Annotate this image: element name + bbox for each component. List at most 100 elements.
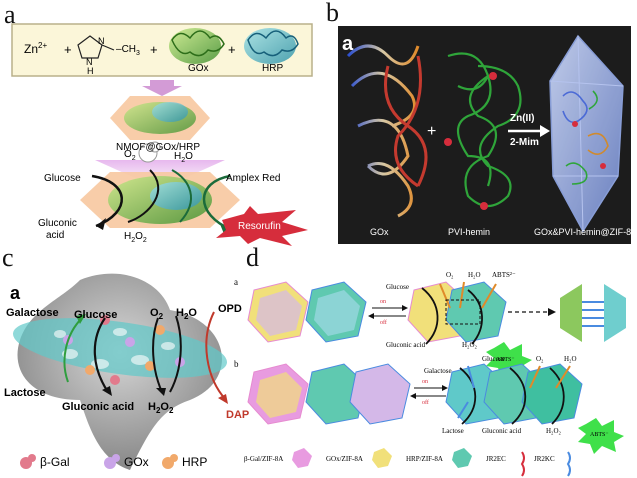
panel-a-graphic	[11, 23, 313, 246]
cavities	[54, 328, 175, 369]
panel-label-c: c	[2, 243, 14, 272]
down-arrow	[142, 80, 182, 96]
row-a-abts-out: ABTS⁻	[496, 357, 515, 363]
opd-arrow	[205, 311, 227, 401]
gluconic-label: Gluconic	[38, 218, 77, 229]
h2o2-label: H2O2	[124, 231, 147, 245]
resorufin-label: Resorufin	[238, 221, 281, 232]
resorufin-burst	[216, 206, 308, 246]
legend-jr2ec-icon	[520, 451, 525, 477]
row-b-galactose: Galactose	[424, 367, 452, 375]
panel-d-graphic	[247, 281, 626, 477]
row-a-dashed-box	[445, 299, 481, 325]
gox-label: GOx	[188, 63, 209, 74]
o2-arrow	[127, 169, 160, 223]
plus-sign-1: +	[64, 42, 72, 57]
caption-gox: GOx	[370, 227, 389, 237]
imidazole-nh-label: N	[86, 57, 93, 67]
row-a-curve-2	[467, 289, 483, 345]
panel-b-sublabel: a	[342, 33, 354, 55]
zn-ii-label: Zn(II)	[510, 113, 535, 124]
h2o-label: H2O	[174, 151, 193, 165]
row-a-abts: ABTS²⁻	[492, 271, 516, 279]
galactose-label: Galactose	[6, 307, 59, 319]
opd-label: OPD	[218, 303, 242, 315]
row-b-glucose: Glucose	[482, 355, 505, 363]
panel-a: Zn2+ + N N H –CH3 + + GOx HRP NMOF@GOx/H…	[0, 0, 322, 246]
legend-hrp-icon	[162, 454, 178, 469]
legend-beta-gal: β-Gal	[40, 455, 70, 469]
row-b-h2o: H₂O	[564, 355, 577, 363]
panel-c-graphic	[12, 273, 228, 470]
row-b-abts-out: ABTS⁻	[590, 432, 609, 438]
legend-jr2kc: JR2KC	[534, 455, 555, 463]
amplex-arrow	[202, 174, 233, 232]
panel-label-b: b	[326, 0, 339, 27]
legend-gox: GOx	[124, 455, 149, 469]
hemin-dot-3	[480, 202, 488, 210]
legend-hrp-zif-icon	[452, 448, 472, 468]
nmof-label: NMOF@GOx/HRP	[116, 142, 201, 153]
zif8-crystal	[549, 34, 624, 233]
encapsulated-proteins	[562, 90, 609, 185]
legend-hrp-zif: HRP/ZIF-8A	[406, 455, 443, 463]
row-b-off: off	[422, 400, 429, 406]
row-a-o2: O₂	[446, 271, 454, 279]
legend-beta-gal-icon	[20, 454, 36, 469]
row-b-particle-2	[305, 363, 411, 425]
gox-ribbon	[346, 44, 428, 218]
o2-label: O2	[124, 149, 136, 163]
row-a-h2o: H₂O	[468, 271, 481, 279]
row-a-gluconic: Gluconic acid	[386, 341, 426, 349]
panel-b-plus: +	[427, 123, 437, 140]
amplex-red-label: Amplex Red	[226, 173, 281, 184]
hrp-protein	[244, 28, 299, 64]
caption-pvi-hemin: PVI-hemin	[448, 227, 491, 237]
h2o-arrow	[169, 315, 182, 393]
row-a-orange-arrow	[439, 283, 451, 309]
teal-band	[12, 318, 228, 378]
panel-b: a + Zn(II) 2-Mim GOx PVI-hemin GOx&PVI-h…	[338, 26, 631, 244]
dap-label: DAP	[226, 409, 250, 421]
galactose-arrow	[63, 317, 83, 383]
row-b-on: on	[422, 379, 428, 385]
row-b-o2: O₂	[536, 355, 544, 363]
h2o2-label: H2O2	[148, 401, 174, 416]
legend-beta-gal-zif-icon	[292, 448, 312, 468]
o2-arrow	[152, 317, 163, 393]
glucose-arrow	[93, 317, 109, 393]
row-a-glucose: Glucose	[386, 283, 409, 291]
methyl-label: –CH3	[116, 44, 140, 58]
row-b-h2o2: H₂O₂	[546, 427, 561, 435]
row-a-particle-1	[247, 281, 309, 343]
zinc-ion-label: Zn2+	[24, 41, 48, 56]
h2o-label: H2O	[176, 307, 197, 322]
legend-hrp: HRP	[182, 455, 208, 469]
o2-label: O2	[150, 307, 164, 322]
panel-d: a Glucose O₂ H₂O ABTS²⁻ on off Gluconic …	[234, 268, 637, 478]
glucose-label: Glucose	[74, 309, 118, 321]
row-a-zoom-prism	[560, 284, 626, 342]
row-b-lactose: Lactose	[442, 427, 464, 435]
imidazole-h-label: H	[87, 66, 94, 76]
row-a-curve-1	[421, 287, 439, 345]
glucose-arrow	[91, 174, 123, 228]
row-b-label: b	[234, 359, 239, 369]
lactose-label: Lactose	[4, 387, 46, 399]
legend-jr2kc-icon	[566, 451, 571, 477]
hemin-dot-2	[444, 138, 452, 146]
legend-jr2ec: JR2EC	[486, 455, 506, 463]
glucose-label: Glucose	[44, 173, 81, 184]
row-a-equilibrium-arrows	[368, 305, 408, 319]
legend-gox-zif-icon	[372, 448, 392, 468]
row-a-on: on	[380, 299, 386, 305]
row-b-blue-arrow	[467, 365, 475, 389]
gluconic-acid-label: Gluconic acid	[62, 401, 135, 413]
row-b-equilibrium-arrows	[410, 385, 448, 399]
row-b-orange-arrow	[529, 365, 541, 389]
row-b-abts-burst	[578, 418, 624, 454]
row-b-gluconic: Gluconic acid	[482, 427, 522, 435]
2-mim-label: 2-Mim	[510, 137, 539, 148]
gox-protein	[169, 28, 225, 64]
hemin-dot-1	[489, 72, 497, 80]
